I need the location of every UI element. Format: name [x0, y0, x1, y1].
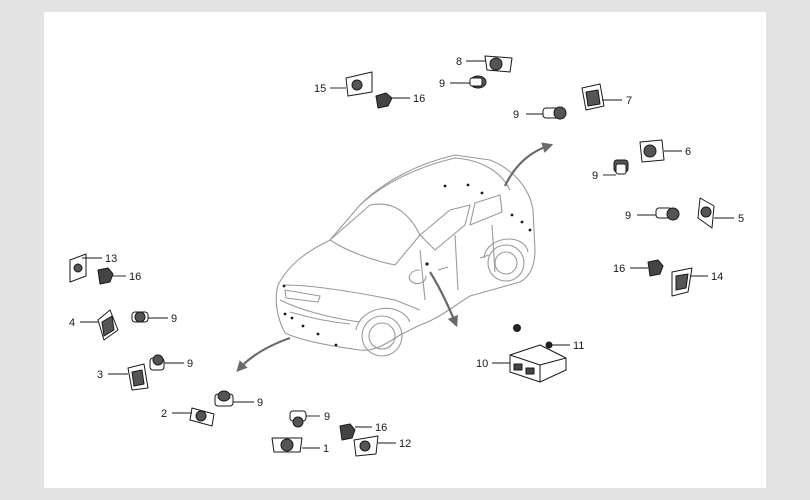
- bracket-6: [639, 139, 665, 163]
- callout-9: 9: [187, 358, 193, 370]
- bracket-7: [581, 83, 605, 111]
- bracket-3: [127, 363, 149, 391]
- component-11: [545, 341, 553, 349]
- callout-7: 7: [626, 95, 632, 107]
- retainer-16d: [339, 423, 356, 441]
- sensor-9f: [149, 354, 165, 371]
- sensor-9d: [655, 207, 680, 221]
- callout-5: 5: [738, 213, 744, 225]
- callout-9: 9: [257, 397, 263, 409]
- sensor-9e: [131, 311, 149, 323]
- bracket-12: [353, 435, 379, 457]
- sensor-9g: [214, 390, 234, 407]
- bracket-15: [345, 71, 373, 97]
- loose-fastener: [513, 324, 521, 332]
- callout-15: 15: [314, 83, 326, 95]
- callout-6: 6: [685, 146, 691, 158]
- retainer-16c: [97, 267, 114, 285]
- retainer-16b: [647, 259, 664, 277]
- bracket-13: [69, 253, 87, 283]
- callout-14: 14: [711, 271, 723, 283]
- callout-9: 9: [513, 109, 519, 121]
- callout-16: 16: [375, 422, 387, 434]
- bracket-4: [97, 309, 119, 341]
- diagram-canvas: 15 16 8 9 9 7 6 9 9 5 16 14 13 16 4 9 3 …: [44, 12, 766, 488]
- callout-9: 9: [171, 313, 177, 325]
- callout-4: 4: [69, 317, 75, 329]
- callout-11: 11: [573, 340, 584, 352]
- sensor-9a: [469, 75, 487, 89]
- bracket-2: [189, 407, 215, 427]
- callout-16: 16: [413, 93, 425, 105]
- retainer-16a: [375, 92, 393, 109]
- callout-9: 9: [592, 170, 598, 182]
- bracket-8: [484, 55, 513, 73]
- callout-9: 9: [324, 411, 330, 423]
- bracket-1: [271, 437, 303, 453]
- callout-12: 12: [399, 438, 411, 450]
- leader-lines: [80, 60, 734, 449]
- callout-16: 16: [613, 263, 625, 275]
- bracket-14: [671, 267, 693, 297]
- callout-16: 16: [129, 271, 141, 283]
- sensor-9h: [289, 410, 307, 428]
- callout-2: 2: [161, 408, 167, 420]
- parking-sensor-exploded-diagram: 15 16 8 9 9 7 6 9 9 5 16 14 13 16 4 9 3 …: [69, 55, 744, 457]
- callout-13: 13: [105, 253, 117, 265]
- callout-1: 1: [323, 443, 329, 455]
- direction-arrows: [236, 142, 554, 373]
- sensor-9c: [613, 159, 629, 175]
- callout-labels: 15 16 8 9 9 7 6 9 9 5 16 14 13 16 4 9 3 …: [69, 56, 744, 455]
- sensor-9b: [542, 106, 567, 120]
- sensor-position-markers: [282, 183, 532, 347]
- callout-3: 3: [97, 369, 103, 381]
- callout-10: 10: [476, 358, 488, 370]
- control-module-10: [509, 344, 567, 383]
- bracket-5: [697, 197, 715, 229]
- callout-9: 9: [625, 210, 631, 222]
- suv-outline: [275, 154, 536, 357]
- callout-8: 8: [456, 56, 462, 68]
- callout-9: 9: [439, 78, 445, 90]
